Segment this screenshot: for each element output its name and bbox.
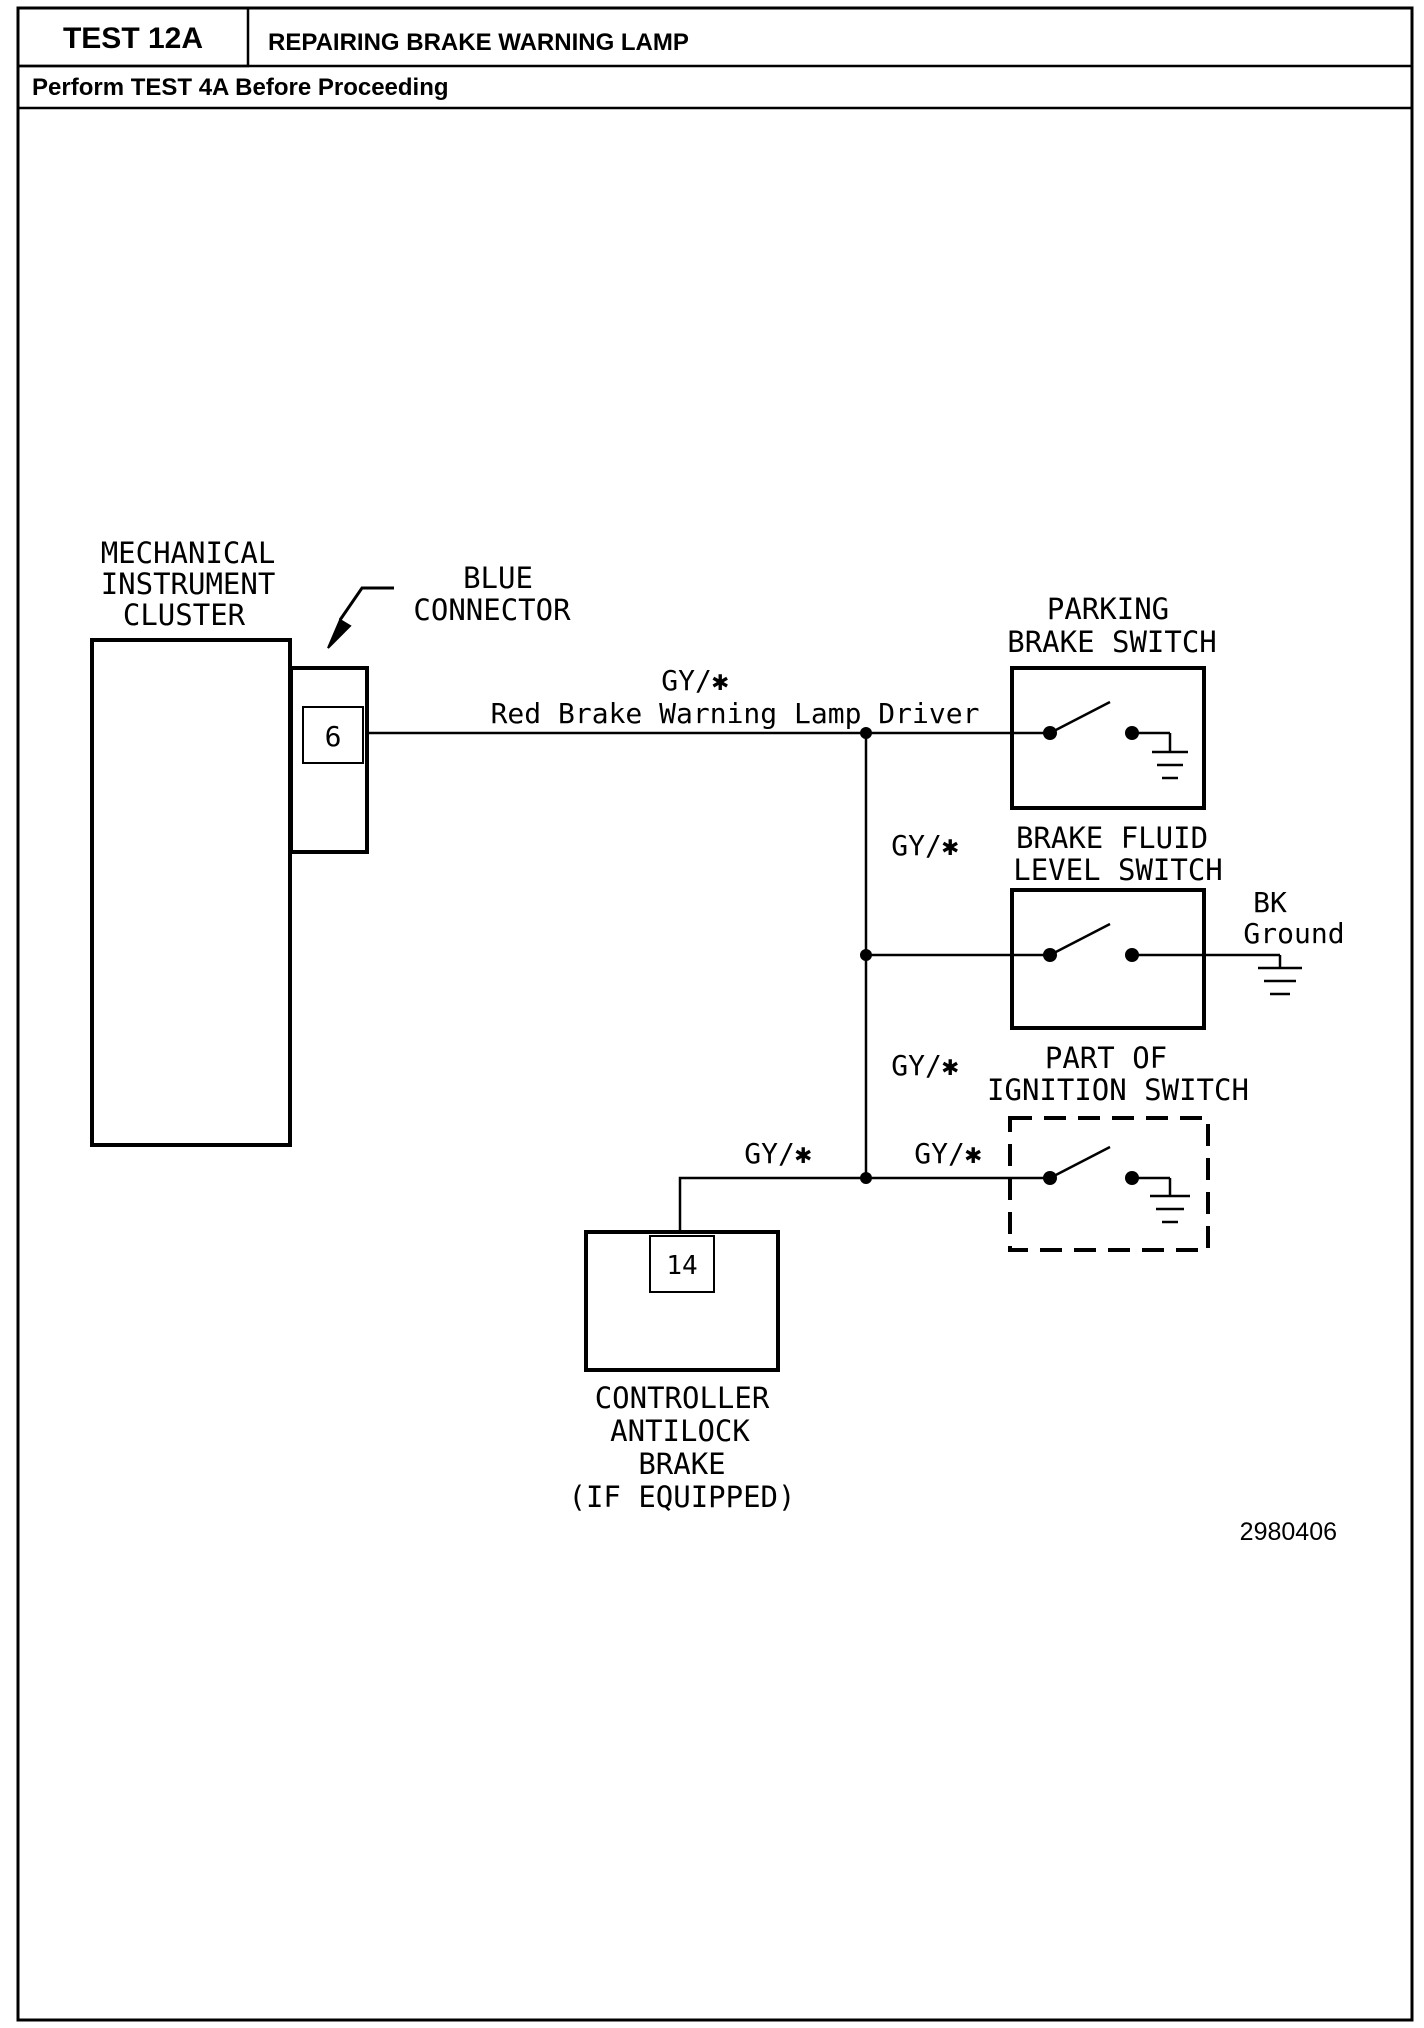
- controller-pin-14: 14: [666, 1251, 697, 1281]
- wire-main-color-code: GY/✱: [661, 664, 729, 697]
- controller-box: [584, 1230, 780, 1372]
- brake-fluid-switch-box: [1010, 888, 1206, 1030]
- cluster-label-line1: MECHANICAL: [101, 536, 276, 570]
- test-title: REPAIRING BRAKE WARNING LAMP: [268, 29, 689, 56]
- instrument-cluster-box: [90, 638, 292, 1147]
- pointer-arrow-icon: [327, 586, 394, 649]
- brake-fluid-label-line1: BRAKE FLUID: [1016, 821, 1208, 855]
- ignition-switch-dashed-box: [1008, 1116, 1210, 1252]
- wire-label-to-controller: GY/✱: [744, 1137, 812, 1170]
- ignition-label-line2: IGNITION SWITCH: [987, 1073, 1249, 1107]
- connector-pin-6-box: [302, 706, 364, 764]
- ground-label-ground: Ground: [1243, 917, 1344, 950]
- wire-label-to-ignition: GY/✱: [914, 1137, 982, 1170]
- test-id: TEST 12A: [63, 22, 203, 55]
- blue-connector-label-line1: BLUE: [463, 561, 533, 595]
- parking-brake-switch-box: [1010, 666, 1206, 810]
- page-border: [16, 6, 1414, 2022]
- cluster-label-line3: CLUSTER: [123, 598, 246, 632]
- brake-fluid-label-line2: LEVEL SWITCH: [1013, 853, 1223, 887]
- brake-fluid-switch-contacts: [1043, 922, 1139, 962]
- ground-icon: [1150, 1194, 1190, 1224]
- wire-label-mid-lower: GY/✱: [891, 1049, 959, 1082]
- wire-to-controller: [678, 1176, 866, 1232]
- ground-label-bk: BK: [1253, 886, 1287, 919]
- controller-label-line2: ANTILOCK: [610, 1414, 750, 1448]
- parking-brake-switch-contacts: [1043, 700, 1172, 752]
- prerequisite-note: Perform TEST 4A Before Proceeding: [32, 74, 449, 101]
- wire-label-mid-upper: GY/✱: [891, 829, 959, 862]
- ignition-switch-contacts: [1043, 1145, 1172, 1196]
- controller-label-line4: (IF EQUIPPED): [569, 1480, 796, 1514]
- test-id-box: [16, 6, 250, 68]
- ground-icon: [1258, 966, 1302, 996]
- controller-pin-14-box: [649, 1235, 715, 1293]
- controller-label-line1: CONTROLLER: [595, 1381, 770, 1415]
- controller-label-line3: BRAKE: [638, 1447, 725, 1481]
- connector-pin-6: 6: [325, 720, 342, 753]
- blue-connector-label-line2: CONNECTOR: [413, 593, 571, 627]
- wire-main-circuit-name: Red Brake Warning Lamp Driver: [491, 697, 980, 730]
- blue-connector-box: [289, 666, 369, 854]
- ignition-label-line1: PART OF: [1045, 1041, 1167, 1075]
- ground-icon: [1152, 750, 1188, 780]
- parking-brake-label-line2: BRAKE SWITCH: [1007, 625, 1217, 659]
- cluster-label-line2: INSTRUMENT: [101, 567, 276, 601]
- figure-number: 2980406: [1240, 1518, 1337, 1546]
- parking-brake-label-line1: PARKING: [1047, 592, 1169, 626]
- splice-top: [860, 727, 872, 739]
